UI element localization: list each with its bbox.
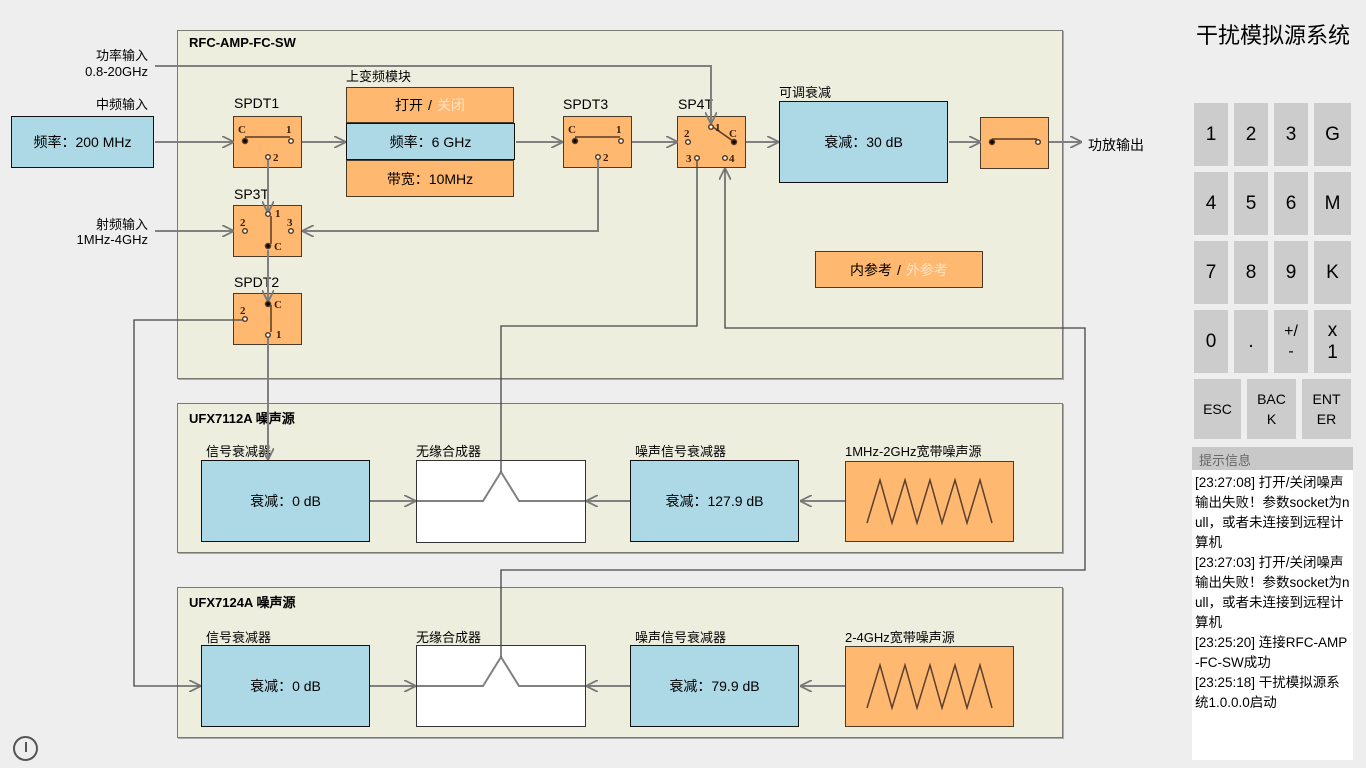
ns1-combiner xyxy=(416,460,586,543)
log-panel[interactable]: [23:27:08] 打开/关闭噪声输出失败！参数socket为null，或者未… xyxy=(1192,470,1353,760)
rf-input-label: 射频输入 xyxy=(95,217,148,232)
key-9[interactable]: 9 xyxy=(1274,241,1308,304)
key-2[interactable]: 2 xyxy=(1234,103,1268,166)
key-6[interactable]: 6 xyxy=(1274,172,1308,235)
ns1-noise-attenuator[interactable]: 衰减：127.9 dB xyxy=(630,460,799,542)
rf-input-range: 1MHz-4GHz xyxy=(76,232,148,247)
power-input-label: 功率输入 xyxy=(95,48,148,63)
sp3t-switch[interactable] xyxy=(233,205,302,257)
power-input-range: 0.8-20GHz xyxy=(85,64,148,79)
log-header: 提示信息 xyxy=(1192,447,1353,470)
spdt1-label: SPDT1 xyxy=(234,95,280,111)
if-input-label: 中频输入 xyxy=(95,97,148,112)
ns2-noise-source[interactable] xyxy=(845,646,1014,727)
upconverter-bandwidth[interactable]: 带宽：10MHz xyxy=(346,160,514,197)
ns2-signal-attenuator-label: 信号衰减器 xyxy=(206,630,272,645)
attenuator-box[interactable]: 衰减：30 dB xyxy=(779,101,948,183)
spdt3-switch[interactable] xyxy=(563,116,632,168)
sp3t-label: SP3T xyxy=(234,186,270,202)
key-8[interactable]: 8 xyxy=(1234,241,1268,304)
key-multiplier[interactable]: x1 xyxy=(1314,310,1351,373)
spdt2-switch[interactable] xyxy=(233,293,302,345)
log-entry: [23:25:18] 干扰模拟源系统1.0.0.0启动 xyxy=(1195,675,1340,710)
ns1-signal-attenuator-label: 信号衰减器 xyxy=(206,444,272,459)
ns2-combiner-label: 无缘合成器 xyxy=(416,630,482,645)
ns2-signal-attenuator[interactable]: 衰减：0 dB xyxy=(201,645,370,727)
reference-toggle[interactable]: 内参考 / 外参考 xyxy=(815,251,983,288)
key-dot[interactable]: . xyxy=(1234,310,1268,373)
key-m[interactable]: M xyxy=(1314,172,1351,235)
spdt2-label: SPDT2 xyxy=(234,274,280,290)
key-4[interactable]: 4 xyxy=(1194,172,1228,235)
log-entry: [23:27:03] 打开/关闭噪声输出失败！参数socket为null，或者未… xyxy=(1195,555,1350,630)
upconverter-off[interactable]: 关闭 xyxy=(436,97,465,113)
upconverter-on[interactable]: 打开 xyxy=(395,97,424,113)
rfc-amp-fc-sw-panel: RFC-AMP-FC-SW xyxy=(177,30,1063,379)
key-g[interactable]: G xyxy=(1314,103,1351,166)
reference-separator: / xyxy=(897,261,901,278)
reference-internal[interactable]: 内参考 xyxy=(850,261,893,278)
upconverter-toggle[interactable]: 打开 / 关闭 xyxy=(346,87,514,123)
if-frequency-box[interactable]: 频率：200 MHz xyxy=(11,116,154,168)
key-enter[interactable]: ENTER xyxy=(1302,379,1351,439)
rfc-panel-title: RFC-AMP-FC-SW xyxy=(189,35,296,50)
upconverter-separator: / xyxy=(428,97,432,113)
ns1-noise-source[interactable] xyxy=(845,461,1014,542)
ns2-noise-attenuator-label: 噪声信号衰减器 xyxy=(635,630,727,645)
ns1-signal-attenuator[interactable]: 衰减：0 dB xyxy=(201,460,370,542)
power-icon[interactable] xyxy=(13,736,38,761)
reference-external[interactable]: 外参考 xyxy=(905,261,948,278)
spdt3-label: SPDT3 xyxy=(563,96,609,112)
ns1-noise-source-label: 1MHz-2GHz宽带噪声源 xyxy=(845,444,982,459)
app-title: 干扰模拟源系统 xyxy=(1195,23,1350,48)
ns1-combiner-label: 无缘合成器 xyxy=(416,444,482,459)
key-7[interactable]: 7 xyxy=(1194,241,1228,304)
key-esc[interactable]: ESC xyxy=(1194,379,1241,439)
ns2-noise-attenuator[interactable]: 衰减：79.9 dB xyxy=(630,645,799,727)
key-3[interactable]: 3 xyxy=(1274,103,1308,166)
ns2-combiner xyxy=(416,645,586,727)
upconverter-label: 上变频模块 xyxy=(346,69,412,84)
key-k[interactable]: K xyxy=(1314,241,1351,304)
key-5[interactable]: 5 xyxy=(1234,172,1268,235)
ufx7112a-title: UFX7112A 噪声源 xyxy=(189,411,295,426)
log-entry: [23:27:08] 打开/关闭噪声输出失败！参数socket为null，或者未… xyxy=(1195,475,1350,550)
key-0[interactable]: 0 xyxy=(1194,310,1228,373)
key-back[interactable]: BACK xyxy=(1247,379,1296,439)
upconverter-frequency[interactable]: 频率：6 GHz xyxy=(346,123,515,160)
log-entry: [23:25:20] 连接RFC-AMP-FC-SW成功 xyxy=(1195,635,1348,670)
sp4t-switch[interactable] xyxy=(677,116,746,168)
key-1[interactable]: 1 xyxy=(1194,103,1228,166)
spdt1-switch[interactable] xyxy=(233,116,302,168)
sp4t-label: SP4T xyxy=(678,96,714,112)
attenuator-label: 可调衰减 xyxy=(779,85,832,100)
key-plus-minus[interactable]: +/- xyxy=(1274,310,1308,373)
ufx7124a-title: UFX7124A 噪声源 xyxy=(189,595,296,610)
pa-output-label: 功放输出 xyxy=(1088,137,1144,153)
ns2-noise-source-label: 2-4GHz宽带噪声源 xyxy=(845,630,955,645)
output-switch[interactable] xyxy=(980,117,1049,169)
ns1-noise-attenuator-label: 噪声信号衰减器 xyxy=(635,444,727,459)
